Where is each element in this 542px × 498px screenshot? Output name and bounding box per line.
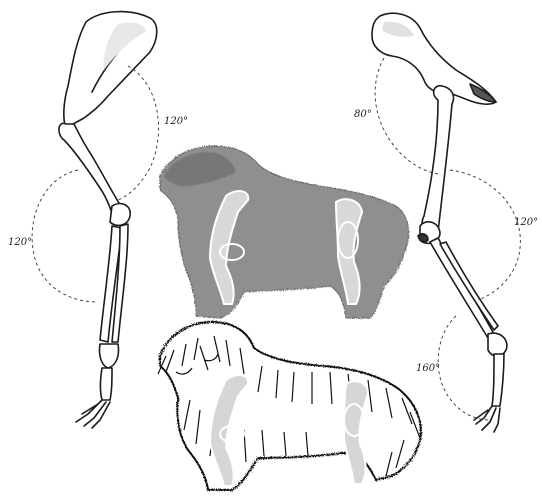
hind-fibula [440,242,498,330]
sketched-dog-outline [160,322,421,490]
front-elbow-angle-label: 120° [8,238,32,248]
hind-patella [418,234,428,242]
front-leg-skeleton [59,12,157,428]
front-metacarpal [101,368,113,400]
front-carpus [99,344,118,368]
hind-hock [488,333,507,356]
hind-stifle-angle-label: 120° [514,218,538,228]
front-phalanges [76,400,110,428]
front-elbow-joint [110,204,130,226]
hind-metatarsal [492,354,504,406]
hind-femur [422,86,453,236]
sketched-dog [158,322,421,490]
hind-phalanges [474,406,500,432]
gray-dog-silhouette [160,146,409,318]
front-shoulder-arc [118,66,159,200]
hind-hock-arc [438,316,490,420]
front-elbow-arc [32,170,98,302]
hind-tibia [430,238,494,338]
front-shoulder-angle-label: 120° [164,117,188,127]
hind-hip-angle-label: 80° [354,110,372,120]
hind-hock-angle-label: 160° [416,364,440,374]
